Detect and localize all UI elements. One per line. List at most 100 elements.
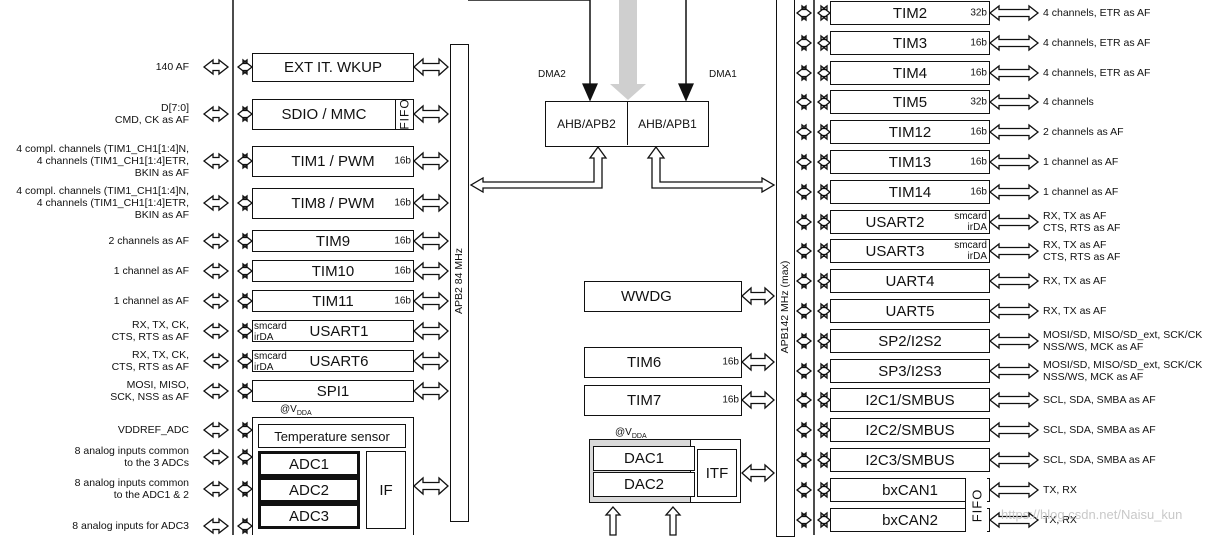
right-block-tim2-bus-arrow [816, 4, 832, 22]
left-block-tim8-pwm-apb2-arrow [413, 193, 449, 213]
left-block-ext-it-wkup-apb2-arrow [413, 57, 449, 77]
center-block-wwdg-apb1-arrow [741, 286, 775, 306]
left-block-tim11-title: TIM11 [312, 292, 354, 310]
dac-2: DAC2 [593, 472, 695, 497]
adc-bus-arrow-2 [236, 480, 254, 498]
adc-2-title: ADC2 [288, 481, 329, 499]
right-block-sp3-i2s3-out-arrow [988, 362, 1040, 380]
right-block-tim5-bits: 32b [970, 96, 987, 108]
apb2-bus-label: APB2 84 MHz [453, 248, 465, 314]
left-block-tim8-pwm-bus-arrow [236, 194, 254, 212]
right-block-tim14-out-arrow [988, 183, 1040, 201]
left-block-tim9-in-arrow [202, 232, 230, 250]
bxcan-fifo-text: FIFO [969, 488, 985, 522]
left-block-spi1-label: MOSI, MISO,SCK, NSS as AF [110, 379, 189, 403]
right-block-tim4-bits: 16b [970, 67, 987, 79]
right-block-tim2-bits: 32b [970, 7, 987, 19]
right-block-tim5-out-arrow [988, 93, 1040, 111]
center-block-tim7-apb1-arrow [741, 390, 775, 410]
right-block-i2c3-smbus-title: I2C3/SMBUS [865, 451, 955, 469]
right-block-bxcan2-out-arrow [988, 511, 1040, 529]
right-block-tim4-bus-arrow [816, 64, 832, 82]
dac-vdda-label: @VDDA [615, 427, 647, 440]
center-block-wwdg: WWDG [584, 280, 742, 312]
right-block-tim3-bits: 16b [970, 37, 987, 49]
right-block-i2c3-smbus-label: SCL, SDA, SMBA as AF [1043, 454, 1156, 466]
adc-input-arrow-0 [202, 421, 230, 439]
right-block-tim13-out-arrow [988, 153, 1040, 171]
right-block-i2c1-smbus-title: I2C1/SMBUS [865, 391, 955, 409]
right-block-tim13-label: 1 channel as AF [1043, 156, 1119, 168]
left-block-tim1-pwm-bus-arrow [236, 152, 254, 170]
right-block-uart5-title: UART5 [885, 302, 935, 320]
right-block-tim2-label: 4 channels, ETR as AF [1043, 7, 1151, 19]
center-block-tim7-title: TIM7 [627, 391, 662, 409]
right-block-usart3-apb1-arrow [795, 242, 813, 260]
right-block-usart2-title: USART2 [865, 213, 925, 231]
right-block-tim14-apb1-arrow [795, 183, 813, 201]
left-block-usart1-title: USART1 [309, 322, 369, 340]
right-block-uart5-bus-arrow [816, 302, 832, 320]
right-block-uart4-label: RX, TX as AF [1043, 275, 1107, 287]
left-block-tim9-bus-arrow [236, 232, 254, 250]
right-block-usart3-bus-arrow [816, 242, 832, 260]
left-block-usart6-bus-arrow [236, 352, 254, 370]
left-block-tim9-title: TIM9 [315, 232, 351, 250]
adc-1: ADC1 [258, 451, 360, 477]
right-block-tim5-apb1-arrow [795, 93, 813, 111]
right-block-bxcan1-out-arrow [988, 481, 1040, 499]
left-block-tim1-pwm-apb2-arrow [413, 151, 449, 171]
left-block-spi1-bus-arrow [236, 382, 254, 400]
adc-3-title: ADC3 [288, 507, 329, 525]
left-block-tim10-bus-arrow [236, 262, 254, 280]
left-block-tim8-pwm-title: TIM8 / PWM [291, 194, 375, 212]
right-block-tim14-label: 1 channel as AF [1043, 186, 1119, 198]
right-block-bxcan2-bus-arrow [816, 511, 832, 529]
right-block-tim12-apb1-arrow [795, 123, 813, 141]
right-block-sp3-i2s3: SP3/I2S3 [830, 359, 990, 383]
left-block-ext-it-wkup-label: 140 AF [155, 61, 189, 73]
right-block-tim4-label: 4 channels, ETR as AF [1043, 67, 1151, 79]
dac-1: DAC1 [593, 446, 695, 471]
left-block-tim11-label: 1 channel as AF [113, 295, 189, 307]
apb1-bus-label: APB142 MHz (max) [779, 260, 791, 354]
right-block-tim13-bus-arrow [816, 153, 832, 171]
right-block-i2c2-smbus: I2C2/SMBUS [830, 418, 990, 442]
right-block-tim2-title: TIM2 [892, 4, 928, 22]
adc-input-arrow-2 [202, 480, 230, 498]
right-block-tim4-title: TIM4 [892, 64, 928, 82]
left-block-usart1-in-arrow [202, 322, 230, 340]
left-block-usart1-label: RX, TX, CK,CTS, RTS as AF [111, 319, 189, 343]
right-block-i2c1-smbus-label: SCL, SDA, SMBA as AF [1043, 394, 1156, 406]
right-block-bxcan2-title: bxCAN2 [882, 511, 938, 529]
left-block-usart6-label: RX, TX, CK,CTS, RTS as AF [111, 349, 189, 373]
left-block-tim1-pwm-bits: 16b [394, 155, 411, 167]
dac-itf: ITF [697, 449, 737, 497]
left-block-spi1: SPI1 [252, 380, 414, 402]
left-block-tim1-pwm-title: TIM1 / PWM [291, 152, 375, 170]
right-block-i2c3-smbus-apb1-arrow [795, 451, 813, 469]
right-block-uart4-apb1-arrow [795, 272, 813, 290]
right-block-i2c2-smbus-label: SCL, SDA, SMBA as AF [1043, 424, 1156, 436]
right-block-bxcan1: bxCAN1 [830, 478, 990, 502]
right-block-tim2: TIM2 32b [830, 1, 990, 25]
right-block-i2c3-smbus-bus-arrow [816, 451, 832, 469]
right-block-tim13-apb1-arrow [795, 153, 813, 171]
right-block-sp2-i2s2: SP2/I2S2 [830, 329, 990, 353]
bridge-apb1: AHB/APB1 [638, 116, 697, 131]
bridge-apb2: AHB/APB2 [546, 102, 628, 145]
dac-1-title: DAC1 [623, 450, 664, 467]
